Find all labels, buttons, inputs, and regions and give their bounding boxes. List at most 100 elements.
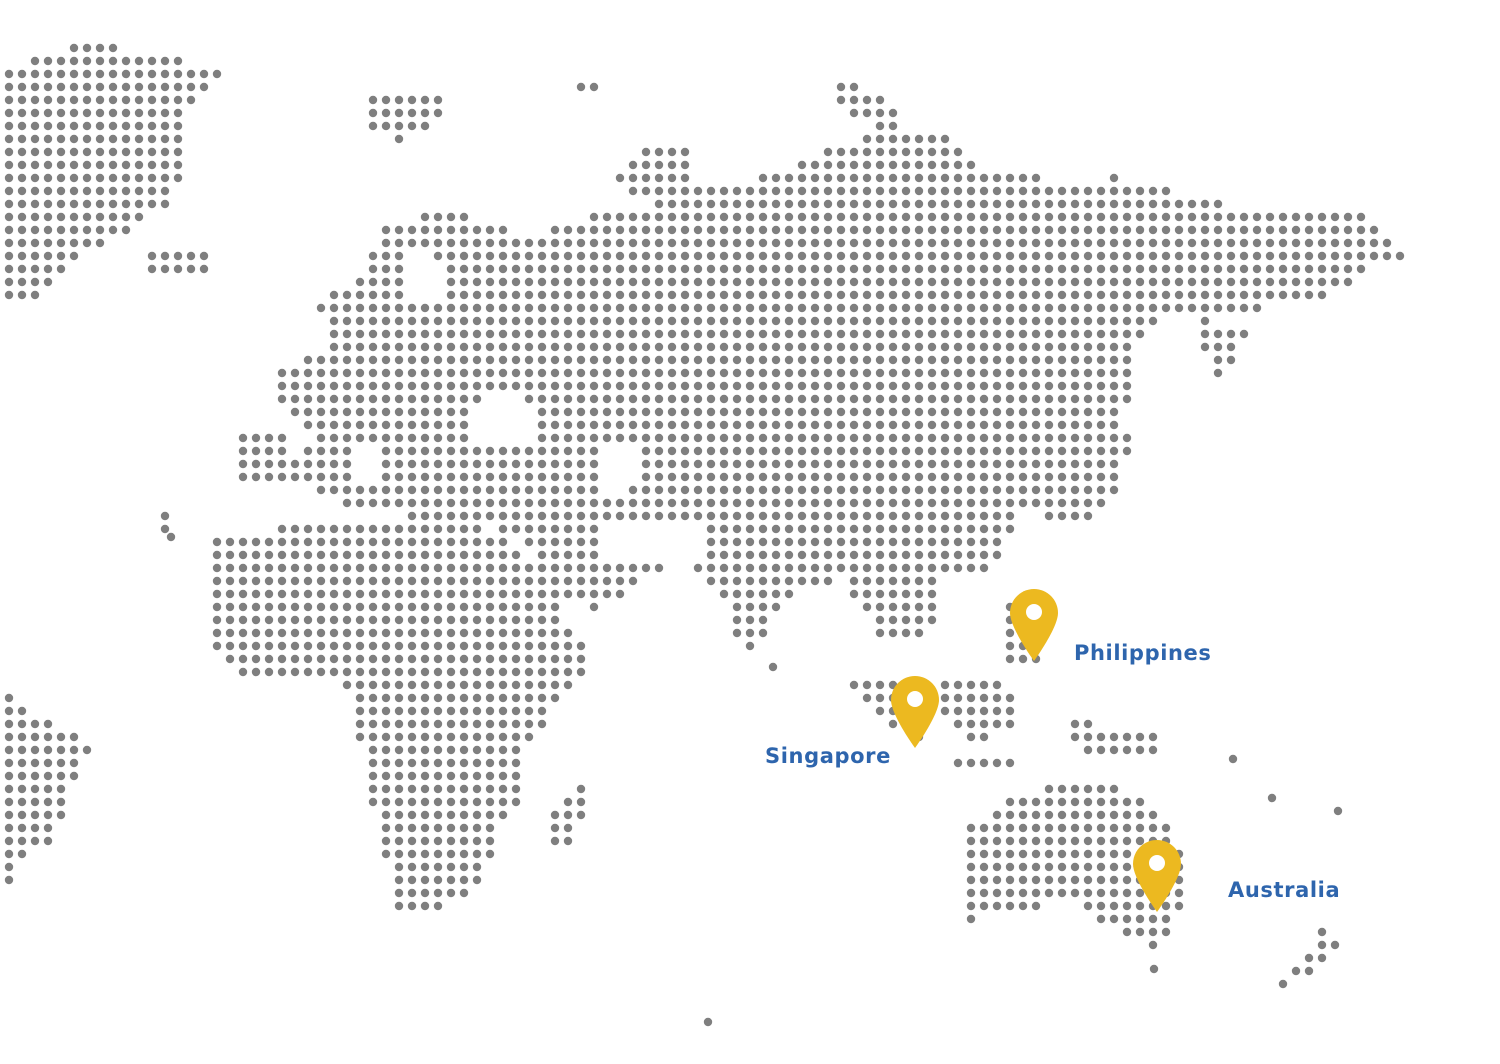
land-dot — [901, 537, 911, 547]
land-dot — [563, 485, 573, 495]
land-dot — [316, 433, 326, 443]
land-dot — [524, 381, 534, 391]
land-dot — [810, 537, 820, 547]
land-dot — [576, 810, 586, 820]
land-dot — [1226, 277, 1236, 287]
land-dot — [433, 420, 443, 430]
land-dot — [459, 563, 469, 573]
land-dot — [381, 485, 391, 495]
land-dot — [667, 394, 677, 404]
land-dot — [758, 316, 768, 326]
land-dot — [550, 615, 560, 625]
land-dot — [43, 121, 53, 131]
land-dot — [537, 628, 547, 638]
land-dot — [1005, 381, 1015, 391]
land-dot — [680, 355, 690, 365]
land-dot — [940, 251, 950, 261]
land-dot — [576, 433, 586, 443]
land-dot — [667, 498, 677, 508]
land-dot — [472, 303, 482, 313]
land-dot — [433, 329, 443, 339]
land-dot — [589, 459, 599, 469]
land-dot — [459, 264, 469, 274]
land-dot — [1226, 225, 1236, 235]
land-dot — [940, 394, 950, 404]
land-dot — [992, 901, 1002, 911]
land-dot — [615, 407, 625, 417]
land-dot — [1109, 199, 1119, 209]
land-dot — [901, 420, 911, 430]
land-dot — [784, 290, 794, 300]
land-dot — [862, 225, 872, 235]
land-dot — [394, 121, 404, 131]
land-dot — [979, 342, 989, 352]
land-dot — [446, 498, 456, 508]
land-dot — [264, 537, 274, 547]
land-dot — [472, 576, 482, 586]
land-dot — [784, 563, 794, 573]
land-dot — [1057, 316, 1067, 326]
land-dot — [329, 368, 339, 378]
land-dot — [524, 446, 534, 456]
land-dot — [680, 225, 690, 235]
land-dot — [1213, 225, 1223, 235]
land-dot — [342, 524, 352, 534]
land-dot — [277, 381, 287, 391]
land-dot — [849, 264, 859, 274]
land-dot — [1031, 797, 1041, 807]
land-dot — [277, 641, 287, 651]
land-dot — [43, 810, 53, 820]
land-dot — [589, 511, 599, 521]
land-dot — [628, 212, 638, 222]
land-dot — [238, 446, 248, 456]
land-dot — [1200, 277, 1210, 287]
land-dot — [576, 303, 586, 313]
land-dot — [498, 368, 508, 378]
land-dot — [563, 576, 573, 586]
land-dot — [797, 433, 807, 443]
marker-label-australia[interactable]: Australia — [1228, 878, 1341, 902]
land-dot — [888, 147, 898, 157]
land-dot — [914, 212, 924, 222]
land-dot — [589, 433, 599, 443]
land-dot — [30, 264, 40, 274]
land-dot — [459, 719, 469, 729]
marker-label-philippines[interactable]: Philippines — [1074, 641, 1212, 665]
land-dot — [784, 537, 794, 547]
land-dot — [641, 251, 651, 261]
land-dot — [1005, 836, 1015, 846]
land-dot — [628, 368, 638, 378]
marker-label-singapore[interactable]: Singapore — [765, 744, 891, 768]
map-pin-icon[interactable] — [1010, 589, 1058, 661]
land-dot — [706, 485, 716, 495]
land-dot — [667, 407, 677, 417]
land-dot — [4, 225, 14, 235]
land-dot — [706, 433, 716, 443]
land-dot — [277, 459, 287, 469]
land-dot — [433, 602, 443, 612]
land-dot — [1031, 186, 1041, 196]
land-dot — [394, 277, 404, 287]
land-dot — [1070, 485, 1080, 495]
land-dot — [524, 368, 534, 378]
land-dot — [329, 615, 339, 625]
land-dot — [628, 303, 638, 313]
land-dot — [537, 524, 547, 534]
land-dot — [95, 69, 105, 79]
land-dot — [979, 537, 989, 547]
land-dot — [667, 238, 677, 248]
land-dot — [30, 719, 40, 729]
land-dot — [290, 459, 300, 469]
map-pin-icon[interactable] — [891, 676, 939, 748]
land-dot — [472, 498, 482, 508]
land-dot — [862, 485, 872, 495]
land-dot — [810, 238, 820, 248]
land-dot — [628, 407, 638, 417]
land-dot — [446, 836, 456, 846]
land-dot — [888, 368, 898, 378]
map-pin-icon[interactable] — [1133, 840, 1181, 912]
land-dot — [602, 277, 612, 287]
land-dot — [433, 823, 443, 833]
land-dot — [628, 498, 638, 508]
land-dot — [953, 238, 963, 248]
